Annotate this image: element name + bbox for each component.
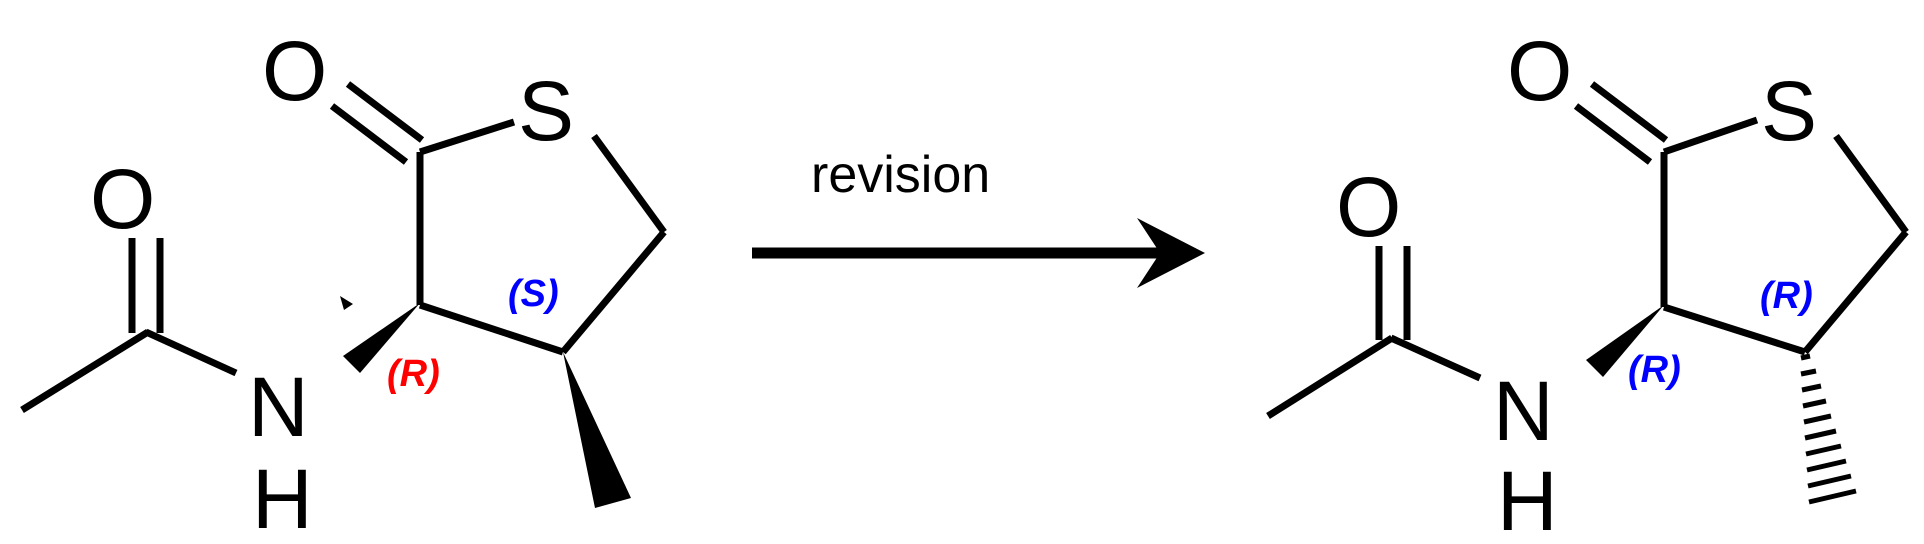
wedge-c4-methyl [563, 352, 631, 508]
atom-nitrogen: N [248, 360, 309, 454]
bond-ring-co-2 [1573, 103, 1653, 165]
bond-wedge-n-c3 [340, 296, 353, 310]
bond-c2-s [418, 118, 516, 156]
bond-ring-co-1 [1589, 81, 1669, 143]
stereo-descriptor-c3: (R) [1628, 349, 1681, 391]
wedge-n-c3 [1586, 305, 1664, 377]
arrow-head [1137, 218, 1205, 288]
atom-sulfur: S [518, 64, 574, 158]
atom-carbonyl-oxygen: O [1507, 24, 1572, 118]
bond-c4-c3 [1662, 303, 1807, 356]
bond-s-c5 [1833, 133, 1909, 235]
atom-carbonyl-oxygen: O [262, 24, 327, 118]
atom-nh-hydrogen: H [1497, 454, 1558, 544]
arrow-label: revision [811, 146, 990, 204]
stereo-descriptor-c4: (S) [508, 273, 559, 315]
atom-sulfur: S [1761, 64, 1817, 158]
bond-c4-c3 [418, 301, 565, 356]
reaction-arrow: revision [752, 146, 1205, 288]
stereo-descriptor-c3: (R) [387, 353, 440, 395]
stereo-descriptor-c4: (R) [1760, 275, 1813, 317]
bond-ring-co-2 [329, 103, 409, 165]
hash-bond-c4-methyl [1800, 353, 1857, 505]
bond-c2-s [1662, 116, 1759, 156]
bond-c5-c4 [560, 229, 667, 355]
bond-carbonyl-n [144, 328, 238, 377]
atom-nh-hydrogen: H [252, 452, 313, 544]
starting-structure: O O S N H (R) (S) [20, 24, 667, 544]
bond-c5-c4 [1802, 229, 1909, 355]
revised-structure: O O S N H (R) (R) [1266, 24, 1909, 544]
atom-acetyl-oxygen: O [90, 152, 155, 246]
bond-ring-co-1 [345, 81, 425, 143]
wedge-n-c3 [343, 303, 420, 373]
bond-methyl-carbonyl [1266, 335, 1394, 419]
bond-s-c5 [591, 133, 667, 235]
atom-acetyl-oxygen: O [1336, 160, 1401, 254]
atom-nitrogen: N [1493, 364, 1554, 458]
bond-methyl-carbonyl [20, 329, 150, 413]
bond-carbonyl-n [1389, 334, 1482, 382]
